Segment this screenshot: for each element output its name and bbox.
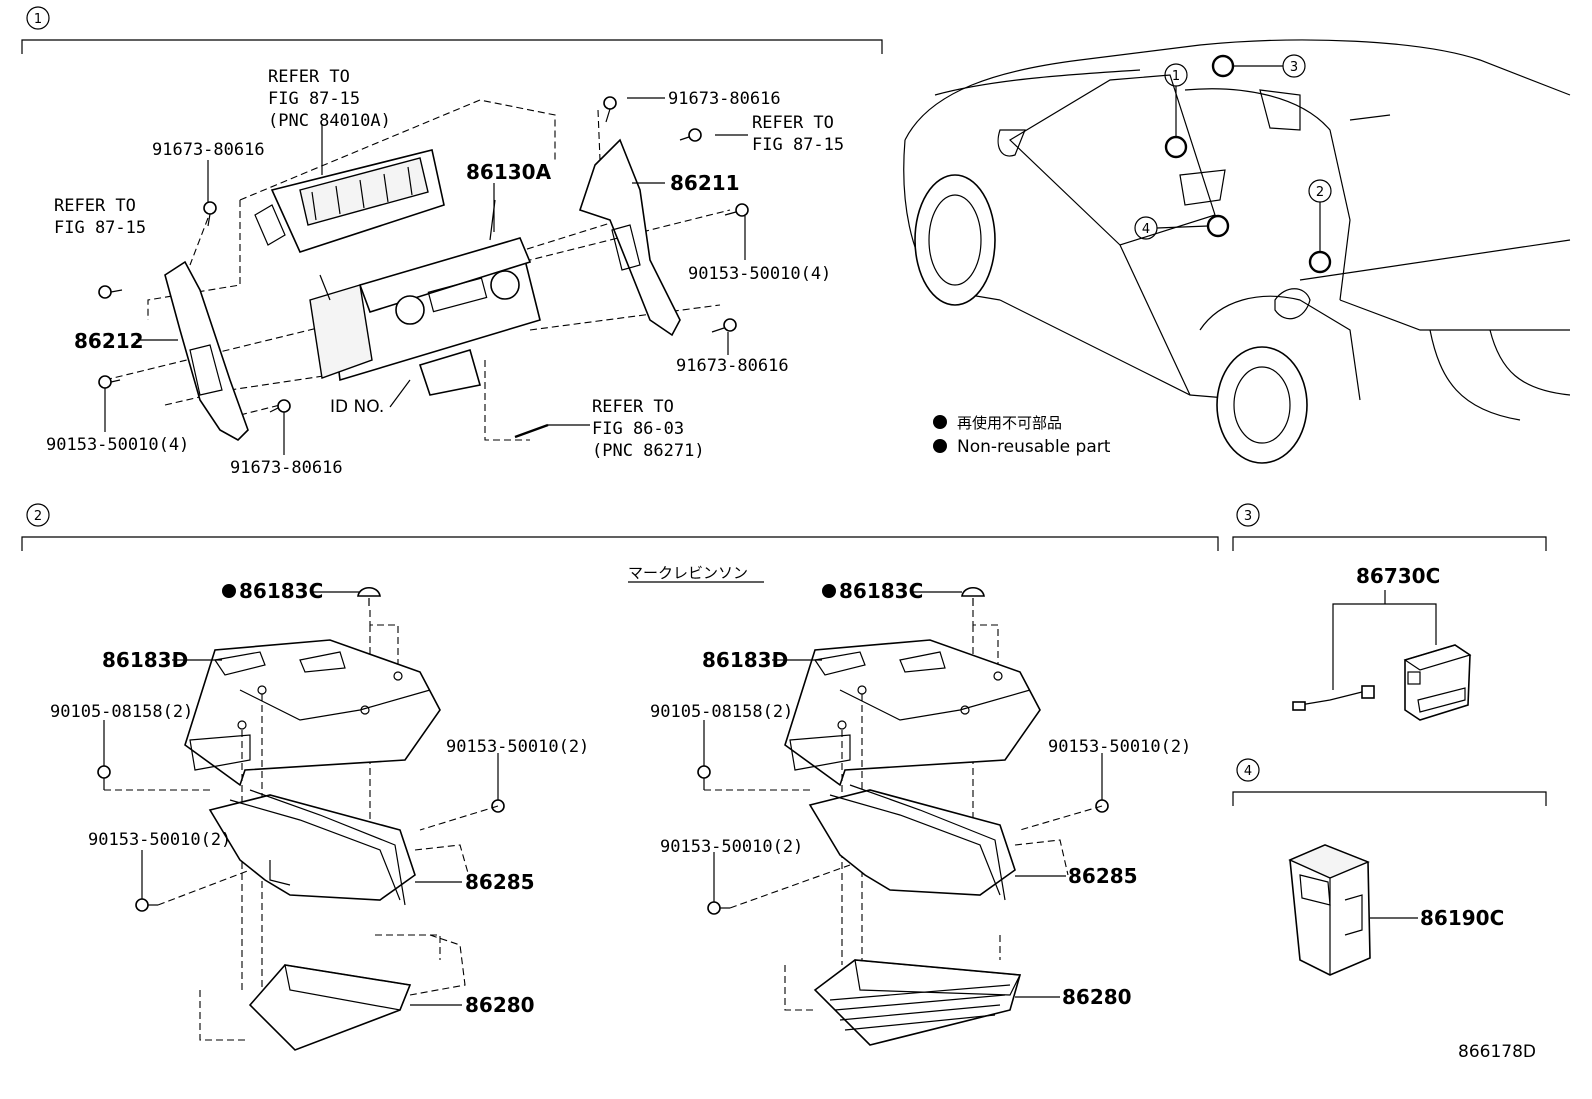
- section-2-title: マークレビンソン: [628, 564, 748, 582]
- diagram-id: 866178D: [1458, 1042, 1536, 1062]
- legend: 再使用不可部品 Non-reusable part: [933, 414, 1111, 457]
- car-marker-1: [1164, 135, 1188, 159]
- non-reusable-dot-icon: [933, 439, 947, 453]
- section-4-drawing: 86190C: [1288, 844, 1504, 976]
- refer-d-line1: REFER TO: [592, 397, 674, 417]
- label-86183d-left: 86183D: [102, 648, 188, 672]
- car-callout-3: 3: [1290, 60, 1298, 75]
- car-illustration: 1 2 3 4: [903, 39, 1571, 464]
- car-callout-1: 1: [1172, 69, 1180, 84]
- refer-c-line2: FIG 87-15: [752, 135, 844, 155]
- section-2-drawing: マークレビンソン 86183C: [50, 564, 1191, 1051]
- bracket-86212: [164, 260, 249, 441]
- car-callout-4: 4: [1142, 222, 1150, 237]
- section-3-header: 3: [1232, 503, 1547, 551]
- non-reusable-dot-icon: [222, 584, 236, 598]
- rod-86271: [514, 423, 549, 439]
- section-3-drawing: 86730C: [1292, 564, 1472, 721]
- nut-90153-right: [724, 203, 749, 217]
- label-86211: 86211: [670, 171, 740, 195]
- section-3-number: 3: [1244, 509, 1252, 524]
- label-86212: 86212: [74, 329, 144, 353]
- refer-a-line2: FIG 87-15: [268, 89, 360, 109]
- label-91673-bottom: 91673-80616: [230, 458, 343, 478]
- label-86183c-right: 86183C: [839, 579, 923, 603]
- legend-en: Non-reusable part: [957, 437, 1111, 457]
- label-86183d-right: 86183D: [702, 648, 788, 672]
- label-90105-right: 90105-08158(2): [650, 702, 793, 722]
- audio-unit-86130a: [309, 199, 541, 396]
- section-2-number: 2: [34, 509, 42, 524]
- label-86730c: 86730C: [1356, 564, 1440, 588]
- screw-91673-top-right: [603, 96, 617, 123]
- car-marker-4: [1206, 214, 1230, 238]
- label-90153-right-left: 90153-50010(2): [446, 737, 589, 757]
- car-callout-2: 2: [1316, 185, 1324, 200]
- refer-c-line1: REFER TO: [752, 113, 834, 133]
- label-86285-left: 86285: [465, 870, 535, 894]
- screw-91673-mid: [711, 318, 737, 333]
- car-marker-3: [1211, 54, 1235, 78]
- section-1-number: 1: [34, 12, 42, 27]
- label-90153-right-right: 90153-50010(2): [1048, 737, 1191, 757]
- label-91673-top-right: 91673-80616: [668, 89, 781, 109]
- label-90153-left-right: 90153-50010(2): [660, 837, 803, 857]
- refer-a-line1: REFER TO: [268, 67, 350, 87]
- label-90153-right: 90153-50010(4): [688, 264, 831, 284]
- label-91673-mid: 91673-80616: [676, 356, 789, 376]
- car-marker-2: [1308, 250, 1332, 274]
- bracket-86211: [578, 138, 681, 337]
- control-panel-84010a: [254, 149, 445, 253]
- label-id-no: ID NO.: [330, 397, 384, 417]
- refer-b-line2: FIG 87-15: [54, 218, 146, 238]
- label-86190c: 86190C: [1420, 906, 1504, 930]
- nut-refer-left: [98, 285, 123, 299]
- screw-91673-bottom: [269, 399, 291, 413]
- refer-d-line3: (PNC 86271): [592, 441, 705, 461]
- section-4-header: 4: [1232, 758, 1547, 806]
- section-2-header: 2: [21, 503, 1219, 551]
- label-90105-left: 90105-08158(2): [50, 702, 193, 722]
- section-1-header: 1: [21, 6, 883, 54]
- screw-91673-top-left: [203, 201, 217, 227]
- label-90153-left: 90153-50010(4): [46, 435, 189, 455]
- assembly-left: 86183C: [50, 579, 589, 1051]
- label-86183c-left: 86183C: [239, 579, 323, 603]
- section-4-number: 4: [1244, 764, 1252, 779]
- assembly-right: 86183C: [650, 579, 1191, 1046]
- label-91673-top-left: 91673-80616: [152, 140, 265, 160]
- legend-jp: 再使用不可部品: [957, 414, 1062, 432]
- refer-a-line3: (PNC 84010A): [268, 111, 391, 131]
- refer-b-line1: REFER TO: [54, 196, 136, 216]
- refer-d-line2: FIG 86-03: [592, 419, 684, 439]
- label-86280-left: 86280: [465, 993, 535, 1017]
- non-reusable-dot-icon: [933, 415, 947, 429]
- label-86280-right: 86280: [1062, 985, 1132, 1009]
- nut-refer-right: [679, 128, 702, 142]
- section-1-drawing: REFER TO FIG 87-15 (PNC 84010A) 91673-80…: [46, 67, 844, 478]
- non-reusable-dot-icon: [822, 584, 836, 598]
- label-90153-left-left: 90153-50010(2): [88, 830, 231, 850]
- label-86285-right: 86285: [1068, 864, 1138, 888]
- nut-90153-left: [98, 375, 121, 389]
- label-86130a: 86130A: [466, 160, 552, 184]
